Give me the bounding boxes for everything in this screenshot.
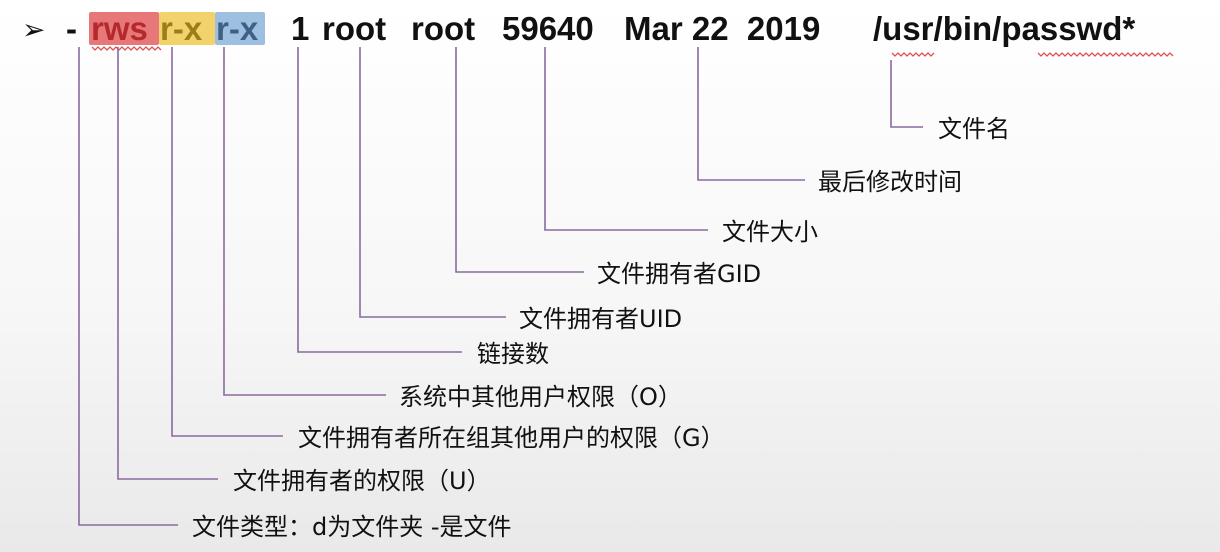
- leader-size: [544, 47, 708, 231]
- owner-uid: root: [322, 10, 386, 47]
- label-link-count: 链接数: [477, 340, 549, 368]
- label-modified-time: 最后修改时间: [818, 168, 962, 196]
- other-permission-highlight: [215, 12, 265, 45]
- file-type-char: -: [66, 10, 77, 47]
- path-passwd-squiggle: [1037, 52, 1174, 57]
- leader-other-permissions: [223, 47, 386, 396]
- other-permissions: r-x: [216, 10, 259, 47]
- label-owner-gid: 文件拥有者GID: [597, 260, 761, 288]
- file-path: /usr/bin/passwd*: [873, 10, 1135, 47]
- label-owner-permissions: 文件拥有者的权限（U）: [233, 467, 491, 495]
- group-permission-highlight: [159, 12, 215, 45]
- link-count: 1: [291, 10, 309, 47]
- label-group-permissions: 文件拥有者所在组其他用户的权限（G）: [298, 424, 725, 452]
- leader-file-type: [78, 47, 178, 526]
- label-file-type: 文件类型：d为文件夹 -是文件: [192, 513, 512, 541]
- owner-permission-highlight: [89, 12, 159, 45]
- leader-filename: [890, 60, 923, 128]
- label-other-permissions: 系统中其他用户权限（O）: [399, 383, 682, 411]
- owner-gid: root: [411, 10, 475, 47]
- owner-permissions-squiggle: [91, 46, 162, 51]
- leader-group-permissions: [171, 47, 283, 437]
- leader-links: [297, 47, 462, 353]
- group-permissions: r-x: [160, 10, 203, 47]
- file-size: 59640: [502, 10, 594, 47]
- label-filename: 文件名: [938, 115, 1010, 143]
- path-usr-squiggle: [891, 52, 935, 57]
- leader-gid: [455, 47, 584, 273]
- leader-mtime: [697, 47, 805, 181]
- bullet-icon: ➢: [22, 13, 45, 46]
- label-owner-uid: 文件拥有者UID: [519, 305, 682, 333]
- owner-permissions: rws: [91, 10, 148, 47]
- leader-uid: [359, 47, 506, 318]
- label-file-size: 文件大小: [722, 218, 818, 246]
- leader-owner-permissions: [117, 47, 218, 480]
- modified-time: Mar 22 2019: [624, 10, 820, 47]
